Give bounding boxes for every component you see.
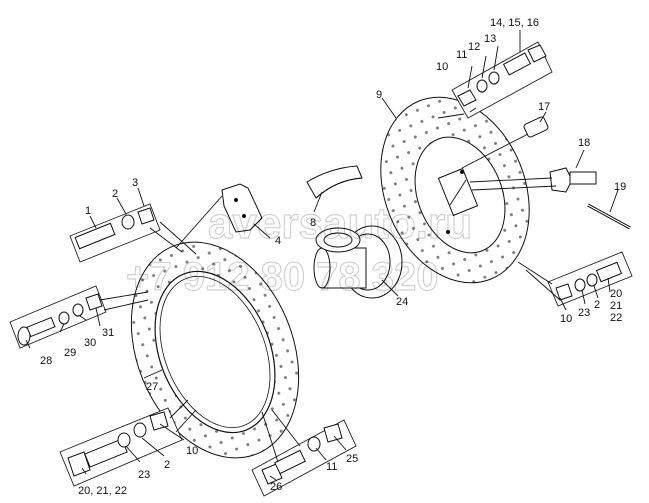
label-28: 28 bbox=[40, 355, 52, 367]
label-19: 19 bbox=[614, 181, 626, 193]
leader-lines bbox=[25, 30, 619, 481]
label-2-bottom: 2 bbox=[164, 459, 170, 471]
label-23-right: 23 bbox=[578, 307, 590, 319]
hub-assembly bbox=[313, 225, 403, 299]
friction-disc-left bbox=[130, 241, 300, 459]
pin-19 bbox=[587, 203, 631, 230]
fastener-panel-top-right bbox=[451, 41, 553, 119]
label-1: 1 bbox=[85, 205, 91, 217]
label-10-top: 10 bbox=[436, 61, 448, 73]
label-24: 24 bbox=[396, 296, 408, 308]
label-4: 4 bbox=[275, 235, 281, 247]
part-labels: 1 2 3 4 8 9 10 11 12 13 14, 15, 16 17 18… bbox=[40, 17, 626, 497]
label-2-right: 2 bbox=[594, 299, 600, 311]
label-31: 31 bbox=[102, 327, 114, 339]
label-20-right: 20 bbox=[610, 288, 622, 300]
label-26: 26 bbox=[270, 481, 282, 493]
label-25: 25 bbox=[346, 453, 358, 465]
label-12: 12 bbox=[468, 41, 480, 53]
fastener-panel-bottom-center bbox=[251, 419, 357, 497]
label-11-bottom: 11 bbox=[326, 461, 337, 473]
label-18: 18 bbox=[578, 137, 590, 149]
sleeve bbox=[523, 116, 549, 138]
label-11-top: 11 bbox=[456, 49, 467, 61]
label-10-bottom: 10 bbox=[186, 445, 198, 457]
watermark-phone: +7 912 80 78 320 bbox=[126, 255, 439, 299]
label-21-right: 21 bbox=[610, 300, 622, 312]
label-17: 17 bbox=[538, 101, 550, 113]
bolt-18 bbox=[549, 167, 597, 193]
label-9: 9 bbox=[376, 89, 382, 101]
watermark-site: aversauto.ru bbox=[208, 199, 472, 248]
label-2: 2 bbox=[112, 188, 118, 200]
fastener-panel-left-mid bbox=[9, 285, 107, 349]
bracket-plate bbox=[221, 183, 263, 233]
label-13: 13 bbox=[484, 33, 496, 45]
label-10-right: 10 bbox=[560, 313, 572, 325]
label-27: 27 bbox=[146, 381, 158, 393]
label-3: 3 bbox=[132, 177, 138, 189]
label-14-15-16: 14, 15, 16 bbox=[490, 17, 539, 29]
half-bushing bbox=[306, 165, 363, 199]
label-29: 29 bbox=[64, 347, 76, 359]
fastener-panel-left-top bbox=[69, 203, 161, 263]
label-30: 30 bbox=[84, 337, 96, 349]
label-23-bottom: 23 bbox=[138, 469, 150, 481]
brake-disc-right bbox=[380, 96, 530, 284]
label-8: 8 bbox=[310, 217, 316, 229]
fastener-panel-right bbox=[547, 251, 633, 307]
label-20-21-22-bottom: 20, 21, 22 bbox=[78, 485, 127, 497]
label-22-right: 22 bbox=[610, 312, 622, 324]
fastener-panel-bottom-left bbox=[59, 407, 183, 487]
